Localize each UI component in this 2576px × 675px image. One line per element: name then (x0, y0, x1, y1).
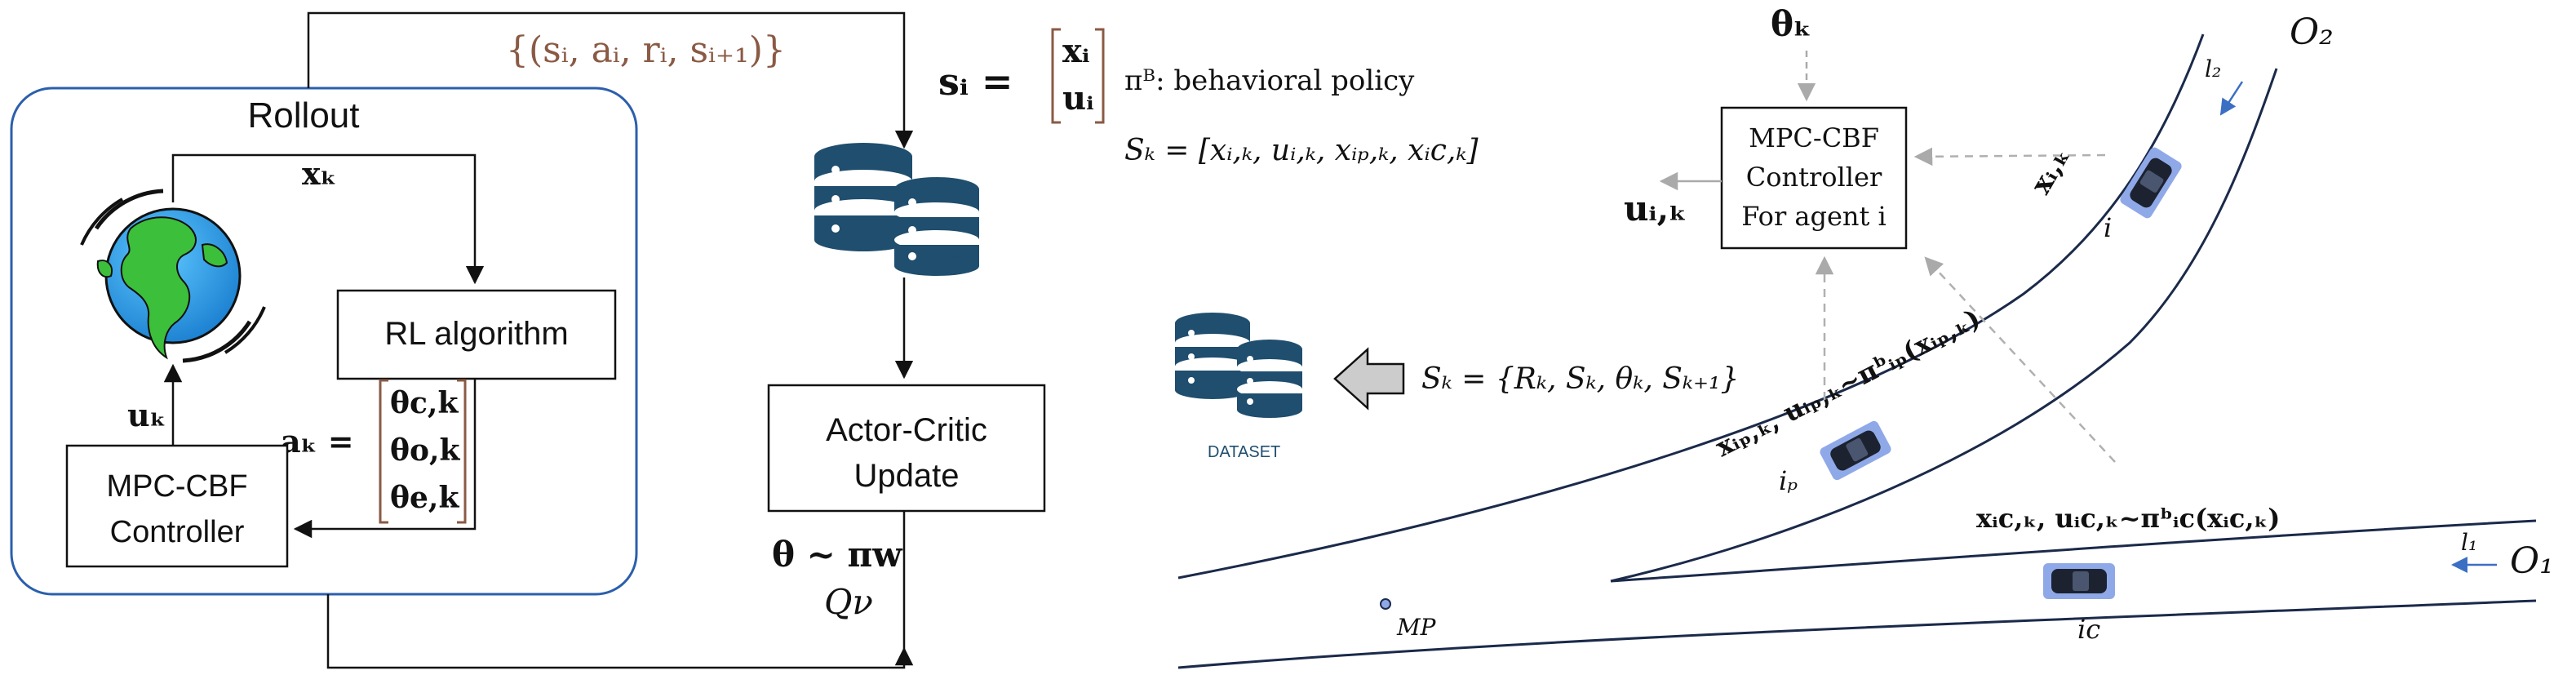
road-edge-inner (1610, 68, 2278, 583)
u-k-label: uₖ (127, 397, 166, 433)
mpc-cbf-box (65, 444, 289, 568)
a-k-label: aₖ = (281, 423, 354, 460)
o2-label: O₂ (2290, 11, 2334, 53)
rollout-label: Rollout (248, 95, 360, 135)
rl-to-mpc-arrow (293, 379, 477, 539)
rl-algorithm-box (336, 289, 617, 380)
ego-to-controller-dashed (1913, 147, 2106, 167)
agent-ic-label: ic (2077, 614, 2100, 645)
road-edge-outer (1177, 33, 2205, 580)
agent-controller-line2: Controller (1746, 162, 1882, 193)
transition-tuple: {(sᵢ, aᵢ, rᵢ, sᵢ₊₁)} (506, 29, 786, 71)
globe-icon (80, 189, 266, 363)
a-k-bracket (379, 379, 467, 524)
road-merge-edge (1610, 519, 2537, 583)
rollout-box (10, 87, 638, 596)
mpc-cbf-line1: MPC-CBF (106, 469, 247, 504)
actor-critic-line2: Update (854, 458, 960, 494)
s-k-definition: Sₖ = [xᵢ,ₖ, uᵢ,ₖ, xᵢₚ,ₖ, xᵢc,ₖ] (1124, 134, 1479, 167)
dataset-hollow-arrow (1333, 347, 1405, 411)
ic-to-controller-dashed (1924, 256, 2116, 463)
u-ik-label: uᵢ,ₖ (1624, 189, 1687, 229)
state-bracket (1051, 28, 1105, 124)
behavior-policy-note: πᴮ: behavioral policy (1124, 64, 1415, 97)
agent-controller-line1: MPC-CBF (1749, 122, 1879, 153)
state-vec-top: xᵢ (1062, 32, 1089, 70)
actor-critic-line1: Actor-Critic (826, 412, 987, 448)
dataset-caption: DATASET (1208, 443, 1280, 461)
mpc-cbf-line2: Controller (110, 515, 245, 549)
rl-algorithm-label: RL algorithm (384, 316, 568, 352)
theta-o-label: θo,k (390, 433, 461, 468)
theta-c-label: θc,k (390, 386, 459, 420)
state-equation: sᵢ = (938, 60, 1013, 104)
theta-policy: θ ~ πw (772, 535, 902, 575)
l1-label: l₁ (2461, 529, 2477, 556)
state-vec-bottom: uᵢ (1062, 79, 1094, 118)
l2-label: l₂ (2205, 56, 2221, 82)
dataset-tuple: Sₖ = {Rₖ, Sₖ, θₖ, Sₖ₊₁} (1421, 362, 1739, 396)
bottom-loop-line (326, 594, 914, 669)
q-value: Qν (824, 582, 873, 622)
actor-critic-box (767, 384, 1046, 513)
agent-controller-box (1720, 106, 1908, 250)
crossing-car (2043, 563, 2115, 599)
o1-label: O₁ (2510, 540, 2554, 582)
x-ik-label: xᵢ,ₖ (2024, 142, 2077, 199)
agent-controller-line3: For agent i (1741, 201, 1887, 232)
replay-buffer-icon (814, 143, 979, 276)
agent-ip-label: iₚ (1779, 465, 1798, 496)
preceding-car (1820, 420, 1891, 481)
ego-car (2120, 147, 2182, 219)
l2-direction-arrow (2219, 81, 2244, 116)
road-bottom-edge (1177, 599, 2537, 669)
dataset-icon (1175, 313, 1302, 418)
theta-e-label: θe,k (390, 481, 459, 515)
x-k-label: xₖ (302, 155, 337, 192)
agent-i-label: i (2104, 212, 2112, 243)
merge-point-label: MP (1396, 614, 1437, 641)
rollout-to-buffer-line (307, 11, 914, 149)
ic-state-label: xᵢc,ₖ, uᵢc,ₖ~πᵇᵢc(xᵢc,ₖ) (1976, 503, 2280, 534)
merge-point-dot (1380, 598, 1391, 610)
theta-k-label: θₖ (1771, 4, 1811, 44)
state-to-rl-arrow (171, 153, 485, 285)
